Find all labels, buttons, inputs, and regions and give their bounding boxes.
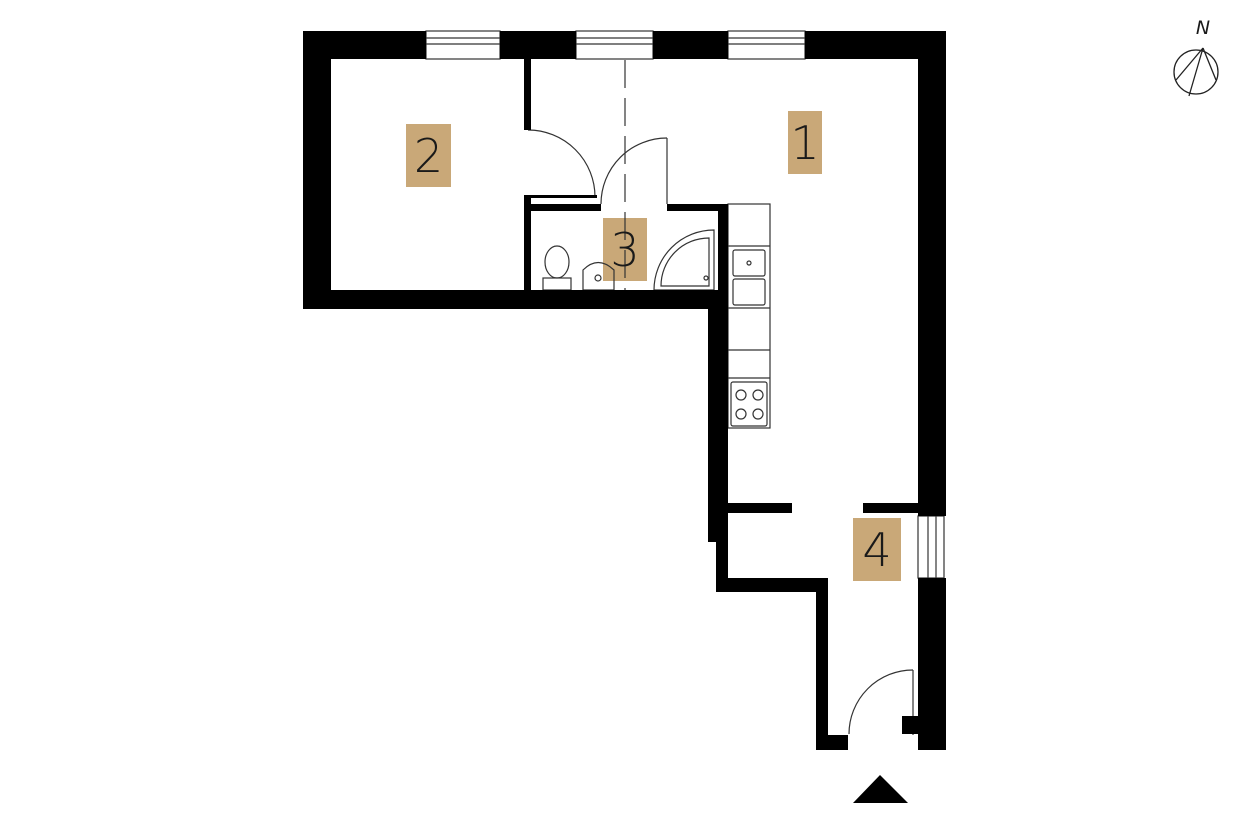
room-1-label-bg — [788, 111, 822, 174]
fixtures — [425, 30, 945, 735]
bedroom-door-swing — [527, 129, 596, 198]
room-2-number: 2 — [413, 128, 444, 183]
room-1-number: 1 — [790, 115, 820, 170]
kitchen-sink-icon — [732, 249, 766, 306]
toilet-icon — [542, 245, 572, 291]
room-4-label-bg — [853, 518, 901, 581]
room-4-number: 4 — [862, 522, 892, 577]
bathroom-door-swing — [600, 137, 668, 205]
walls — [303, 31, 946, 750]
entry-door-swing — [848, 669, 914, 735]
shower-icon — [653, 229, 715, 291]
sink-icon — [582, 261, 615, 291]
entrance-arrow-icon — [853, 775, 908, 803]
compass-north-letter: N — [1195, 17, 1211, 39]
room-3-number: 3 — [610, 222, 640, 277]
cooktop-icon — [730, 381, 768, 427]
room-label-backgrounds — [406, 111, 901, 581]
room-2-label-bg — [406, 124, 451, 187]
kitchen-counter — [727, 203, 771, 429]
compass-icon — [1173, 47, 1219, 97]
